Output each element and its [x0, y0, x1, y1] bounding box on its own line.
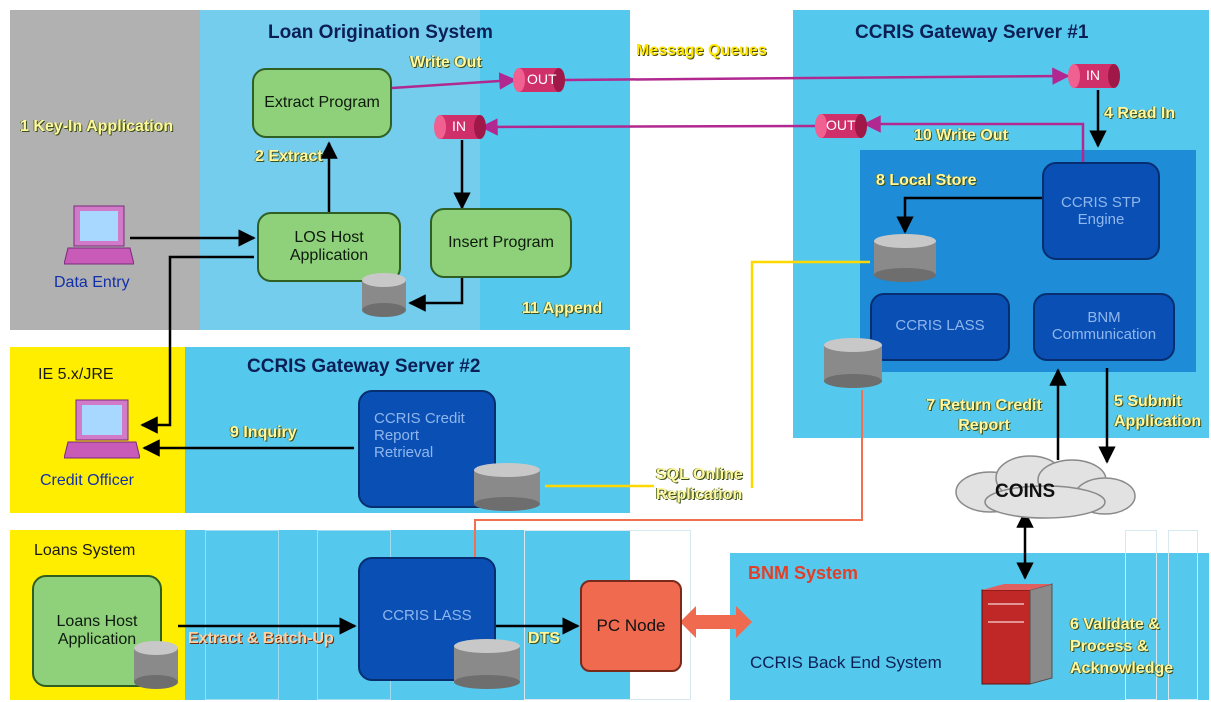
ie-label: IE 5.x/JRE	[38, 366, 114, 383]
gw2-title: CCRIS Gateway Server #2	[247, 356, 481, 377]
queue-in-label-2: IN	[452, 118, 466, 134]
faint-panel-outline	[1168, 530, 1198, 700]
message-queue-icon	[815, 114, 867, 138]
insert-program-label: Insert Program	[448, 234, 554, 251]
computer-terminal-icon	[64, 399, 140, 459]
loans-host-box: Loans Host Application	[32, 575, 162, 687]
ccris-lass-label-1: CCRIS LASS	[895, 317, 985, 334]
step7-label: 7 Return Credit Report	[926, 397, 1042, 434]
step8-label: 8 Local Store	[876, 172, 977, 189]
step5-label: 5 Submit Application	[1114, 393, 1202, 430]
data-entry-label: Data Entry	[54, 274, 130, 291]
zone-bnm-cyan	[730, 553, 1209, 700]
loans-host-label: Loans Host Application	[56, 613, 138, 648]
database-icon	[824, 338, 882, 388]
gw1-title: CCRIS Gateway Server #1	[855, 22, 1089, 43]
queue-in-label-1: IN	[1086, 67, 1100, 83]
extract-batch-label: Extract & Batch-Up	[188, 630, 334, 647]
ccris-credit-report-box: CCRIS Credit Report Retrieval	[358, 390, 496, 508]
loans-system-label: Loans System	[34, 542, 136, 559]
extract-program-box: Extract Program	[252, 68, 392, 138]
cloud-icon	[955, 455, 1136, 519]
ccris-lass-box-1: CCRIS LASS	[870, 293, 1010, 361]
pc-node-box: PC Node	[580, 580, 682, 672]
faint-panel-outline	[1125, 530, 1157, 700]
message-queue-icon	[513, 68, 565, 92]
message-queue-icon	[434, 115, 486, 139]
queue-out-label-1: OUT	[527, 71, 557, 87]
sql-replication-label: SQL Online Replication	[656, 466, 743, 503]
credit-officer-label: Credit Officer	[40, 472, 134, 489]
message-queue-icon	[1068, 64, 1120, 88]
write-out-label: Write Out	[410, 54, 482, 71]
back-end-label: CCRIS Back End System	[750, 653, 942, 672]
faint-panel-outline	[205, 530, 279, 700]
los-host-box: LOS Host Application	[257, 212, 401, 282]
dts-label: DTS	[528, 630, 560, 647]
zone-data-entry-gray	[10, 10, 200, 330]
step9-label: 9 Inquiry	[230, 424, 297, 441]
bnm-communication-label: BNM Communication	[1051, 309, 1157, 343]
ccris-stp-label: CCRIS STP Engine	[1060, 194, 1141, 228]
ccris-stp-engine-box: CCRIS STP Engine	[1042, 162, 1160, 260]
ccris-credit-report-label: CCRIS Credit Report Retrieval	[374, 410, 465, 461]
los-title: Loan Origination System	[268, 22, 493, 43]
extract-program-label: Extract Program	[264, 94, 380, 111]
queue-out-label-2: OUT	[826, 117, 856, 133]
double-arrow-icon	[680, 606, 752, 638]
step4-label: 4 Read In	[1104, 105, 1176, 122]
computer-terminal-icon	[64, 205, 134, 265]
step6-label: 6 Validate & Process & Acknowledge	[1070, 616, 1174, 677]
coins-label: COINS	[995, 481, 1056, 502]
step11-label: 11 Append	[522, 300, 603, 317]
bnm-title: BNM System	[748, 563, 859, 583]
los-host-label: LOS Host Application	[289, 229, 369, 264]
database-icon	[362, 273, 406, 317]
database-icon	[454, 639, 520, 689]
database-icon	[874, 234, 936, 282]
ccris-lass-label-2: CCRIS LASS	[382, 607, 472, 624]
message-queues-label: Message Queues	[636, 42, 767, 59]
step2-label: 2 Extract	[255, 148, 323, 165]
step10-label: 10 Write Out	[914, 127, 1008, 144]
insert-program-box: Insert Program	[430, 208, 572, 278]
database-icon	[474, 463, 540, 511]
pc-node-label: PC Node	[596, 616, 666, 635]
bnm-communication-box: BNM Communication	[1033, 293, 1175, 361]
mainframe-server-icon	[981, 583, 1053, 685]
step1-label: 1 Key-In Application	[20, 118, 174, 135]
database-icon	[134, 641, 178, 689]
